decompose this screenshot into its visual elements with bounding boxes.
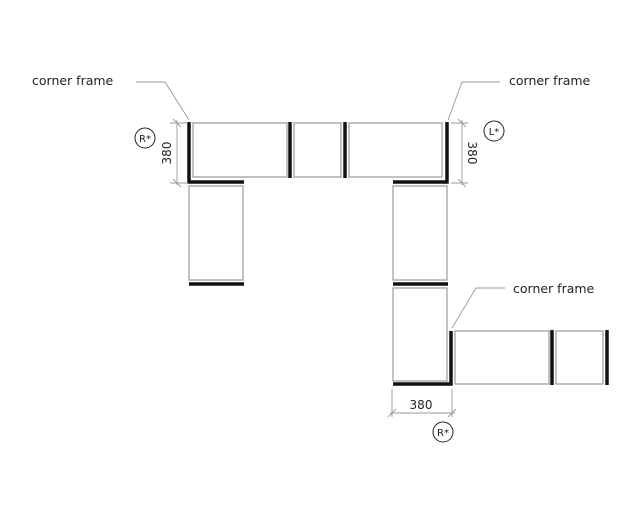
corner-frame [393, 331, 453, 386]
dimension-tick [387, 408, 397, 418]
module-box [192, 122, 288, 178]
dimension-label: 380 [160, 142, 174, 165]
orientation-marker: R* [437, 428, 449, 439]
dimension-label: 380 [410, 398, 433, 412]
dimension-tick [447, 408, 457, 418]
marker-circle [432, 421, 454, 443]
module-box [454, 330, 550, 385]
dimension-tick [457, 118, 467, 128]
leader-line [136, 81, 190, 121]
orientation-marker: L* [489, 127, 500, 138]
dimension-tick [172, 178, 182, 188]
orientation-marker: R* [139, 134, 151, 145]
module-box [293, 122, 342, 178]
leader-line [447, 81, 500, 121]
module-box [188, 185, 244, 281]
dimension-tick [172, 118, 182, 128]
corner-frame [187, 122, 244, 184]
corner-frame-label: corner frame [509, 73, 591, 88]
dimension-tick [457, 178, 467, 188]
module-box [348, 122, 443, 178]
marker-circle [483, 120, 505, 142]
module-box [392, 287, 448, 382]
module-box [392, 185, 448, 281]
leader-line [451, 287, 505, 329]
corner-frame-label: corner frame [32, 73, 114, 88]
module-box [555, 330, 604, 385]
dimension-label: 380 [465, 142, 479, 165]
corner-frame-label: corner frame [513, 281, 595, 296]
corner-frame [393, 122, 449, 184]
marker-circle [134, 127, 156, 149]
